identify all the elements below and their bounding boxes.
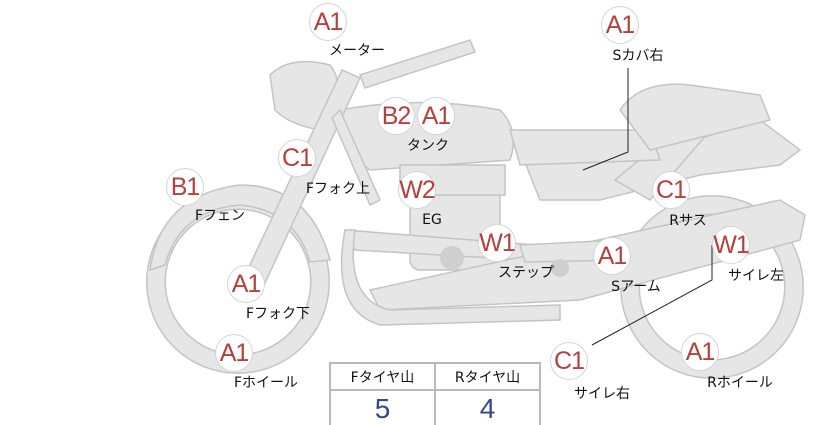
r-wheel-label: Rホイール	[707, 375, 773, 391]
tank-grade-badge: A1	[417, 97, 455, 135]
f-fork-upper-label: Fフォク上	[305, 181, 371, 197]
s-cover-right-grade-badge: A1	[601, 6, 639, 44]
rear-tire-header: Rタイヤ山	[434, 362, 541, 391]
front-tire-header: Fタイヤ山	[329, 362, 436, 391]
f-wheel-label: Fホイール	[233, 375, 299, 391]
silencer-right-label: サイレ右	[574, 386, 630, 402]
f-fork-lower-grade-badge: A1	[227, 265, 265, 303]
r-suspension-grade-badge: C1	[652, 171, 690, 209]
step-label: ステップ	[498, 265, 554, 281]
front-tire-value: 5	[329, 389, 436, 425]
tank-label: タンク	[407, 138, 449, 154]
s-arm-label: Sアーム	[611, 279, 661, 295]
rear-tire-value: 4	[434, 389, 541, 425]
f-fender-grade-badge: B1	[166, 168, 204, 206]
f-fender-label: Fフェン	[194, 208, 246, 224]
tank-grade-badge: B2	[377, 97, 415, 135]
silencer-left-label: サイレ左	[728, 268, 784, 284]
meter-grade-badge: A1	[309, 3, 347, 41]
silencer-right-grade-badge: C1	[550, 342, 588, 380]
silencer-left-grade-badge: W1	[712, 226, 750, 264]
s-arm-grade-badge: A1	[593, 237, 631, 275]
engine-label: EG	[422, 212, 442, 228]
f-fork-lower-label: Fフォク下	[245, 306, 311, 322]
f-wheel-grade-badge: A1	[215, 334, 253, 372]
meter-label: メーター	[329, 43, 385, 59]
r-suspension-label: Rサス	[669, 213, 707, 229]
r-wheel-grade-badge: A1	[681, 333, 719, 371]
step-grade-badge: W1	[478, 224, 516, 262]
engine-grade-badge: W2	[398, 171, 436, 209]
s-cover-right-label: Sカバ右	[612, 48, 664, 64]
f-fork-upper-grade-badge: C1	[278, 139, 316, 177]
